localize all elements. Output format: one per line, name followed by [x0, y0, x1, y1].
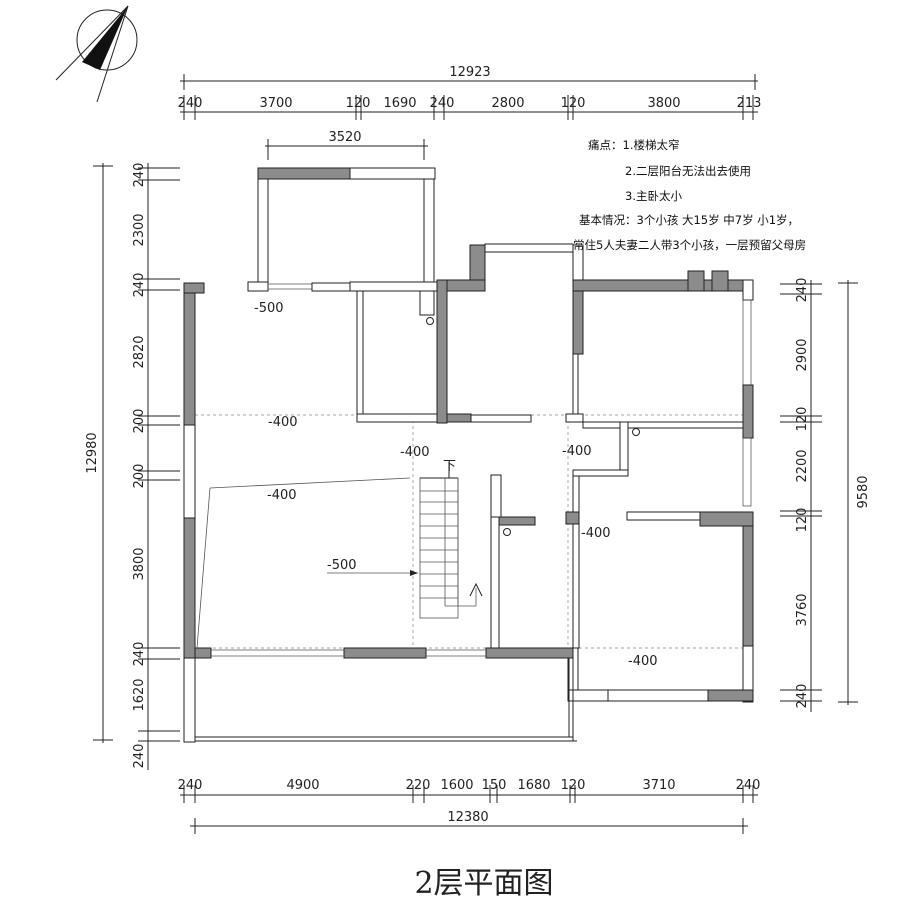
dim-left-8: 240 [132, 642, 147, 667]
note-pain-3: 3.主卧太小 [625, 189, 682, 203]
dim-top-5: 240 [430, 96, 455, 111]
level-living: -400 [267, 488, 297, 503]
level-labels: -500 -400 -400 -400 -400 -400 -500 -400 [254, 301, 658, 669]
dim-left-10: 240 [132, 744, 147, 769]
dim-left-9: 1620 [132, 678, 147, 711]
dim-left-1: 240 [132, 163, 147, 188]
dim-right-6: 3760 [795, 593, 810, 626]
top-dimensions: 12923 240 3700 120 1690 240 2800 120 380… [178, 65, 762, 160]
right-dimensions: 9580 240 2900 120 2200 120 3760 240 [780, 278, 871, 712]
dim-top-6: 2800 [491, 96, 524, 111]
dim-left-2: 2300 [132, 213, 147, 246]
dim-bottom-6: 1680 [517, 778, 550, 793]
dim-bottom-5: 150 [482, 778, 507, 793]
dim-top-7: 120 [561, 96, 586, 111]
left-dimensions: 12980 240 2300 240 2820 200 200 3800 240… [85, 163, 180, 770]
level-balcony: -500 [254, 301, 284, 316]
dim-bottom-total: 12380 [447, 810, 488, 825]
dim-bottom-2: 4900 [286, 778, 319, 793]
level-bedroom-mid: -400 [562, 444, 592, 459]
dim-right-1: 240 [795, 278, 810, 303]
dim-top-1: 240 [178, 96, 203, 111]
dim-top-3: 120 [346, 96, 371, 111]
dim-top-total: 12923 [449, 65, 490, 80]
note-pain-2: 2.二层阳台无法出去使用 [625, 164, 751, 178]
dim-left-5: 200 [132, 409, 147, 434]
dim-left-6: 200 [132, 464, 147, 489]
bottom-dimensions: 240 4900 220 1600 150 1680 120 3710 240 … [178, 778, 761, 834]
dim-top-2: 3700 [259, 96, 292, 111]
dim-right-total: 9580 [856, 475, 871, 508]
dim-right-2: 2900 [795, 338, 810, 371]
dim-bottom-3: 220 [406, 778, 431, 793]
stair: 下 [419, 459, 483, 619]
dim-top-4: 1690 [383, 96, 416, 111]
dim-top-9: 213 [737, 96, 762, 111]
note-pain-1: 痛点：1.楼梯太窄 [588, 138, 679, 152]
dim-right-7: 240 [795, 684, 810, 709]
dim-bottom-9: 240 [736, 778, 761, 793]
stair-down-label: 下 [443, 459, 456, 474]
walls [183, 167, 754, 743]
level-bedroom-low: -400 [581, 526, 611, 541]
dim-balcony-width: 3520 [328, 130, 361, 145]
dim-bottom-7: 120 [561, 778, 586, 793]
level-hall: -400 [400, 445, 430, 460]
north-arrow-icon [55, 5, 138, 103]
note-basic-1: 基本情况：3个小孩 大15岁 中7岁 小1岁， [579, 213, 799, 227]
dim-bottom-4: 1600 [440, 778, 473, 793]
dim-left-4: 2820 [132, 335, 147, 368]
level-bedroom-master: -400 [628, 654, 658, 669]
level-boundaries [195, 414, 750, 649]
level-living-low: -500 [327, 558, 357, 573]
note-basic-2: 常住5人夫妻二人带3个小孩，一层预留父母房 [573, 238, 806, 252]
notes: 痛点：1.楼梯太窄 2.二层阳台无法出去使用 3.主卧太小 基本情况：3个小孩 … [573, 138, 806, 252]
dim-left-3: 240 [132, 273, 147, 298]
dim-bottom-1: 240 [178, 778, 203, 793]
dim-right-5: 120 [795, 508, 810, 533]
drawing-title: 2层平面图 [414, 866, 553, 901]
dim-right-4: 2200 [795, 449, 810, 482]
dim-top-8: 3800 [647, 96, 680, 111]
dim-left-total: 12980 [85, 432, 100, 473]
dim-bottom-8: 3710 [642, 778, 675, 793]
dim-left-7: 3800 [132, 547, 147, 580]
dim-right-3: 120 [795, 407, 810, 432]
level-corridor: -400 [268, 415, 298, 430]
